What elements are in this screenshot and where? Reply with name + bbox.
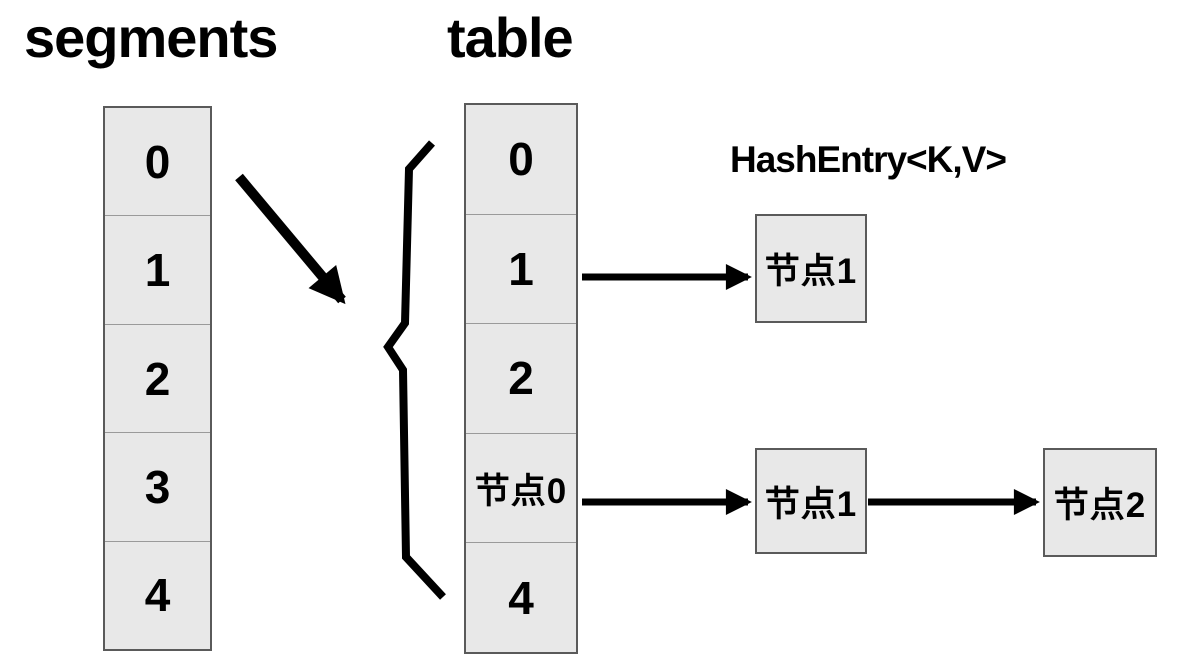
segment-cell-2: 2 <box>105 325 210 434</box>
hashentry-node1-bucket1: 节点1 <box>755 214 867 323</box>
hashentry-type-label: HashEntry<K,V> <box>730 139 1007 180</box>
segment-to-table-arrow-icon <box>235 173 346 305</box>
table-cell-node0: 节点0 <box>466 434 576 544</box>
segments-array: 0 1 2 3 4 <box>103 106 212 651</box>
hashentry-node2-bucket3: 节点2 <box>1043 448 1157 557</box>
segment-cell-0: 0 <box>105 108 210 217</box>
segments-title: segments <box>24 6 278 69</box>
segment-cell-1: 1 <box>105 216 210 325</box>
table-cell-0: 0 <box>466 105 576 215</box>
segment-cell-3: 3 <box>105 433 210 542</box>
table-cell-4: 4 <box>508 571 534 624</box>
curly-brace-icon <box>383 140 446 600</box>
segment-cell-4: 4 <box>144 569 171 622</box>
table-cell-1: 1 <box>466 215 576 325</box>
table-title: table <box>447 6 574 69</box>
hashentry-node1-bucket3: 节点1 <box>755 448 867 554</box>
table-array: 0 1 2 节点0 4 <box>464 103 578 654</box>
table-cell-2: 2 <box>466 324 576 434</box>
